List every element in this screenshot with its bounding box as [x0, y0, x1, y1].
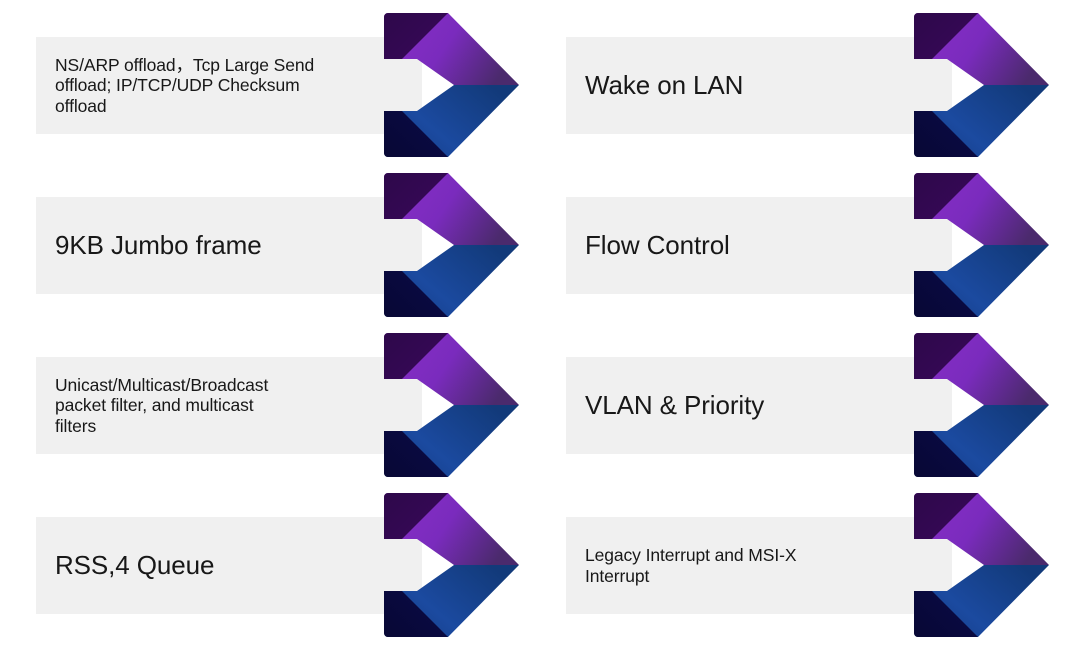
chevron-item-label: Flow Control	[585, 230, 730, 261]
chevron-item[interactable]: RSS,4 Queue	[36, 489, 527, 641]
chevron-item-label: Unicast/Multicast/Broadcast packet filte…	[55, 374, 269, 436]
chevron-arrow-right-icon	[914, 493, 1049, 637]
chevron-arrow-right-icon	[384, 333, 519, 477]
chevron-item[interactable]: 9KB Jumbo frame	[36, 169, 527, 321]
chevron-item[interactable]: VLAN & Priority	[566, 329, 1057, 481]
chevron-item[interactable]: Legacy Interrupt and MSI-X Interrupt	[566, 489, 1057, 641]
chevron-arrow-right-icon	[380, 169, 527, 321]
chevron-label-bar: Legacy Interrupt and MSI-X Interrupt	[566, 517, 952, 614]
chevron-label-bar: Flow Control	[566, 197, 952, 294]
chevron-arrow-right-icon	[380, 9, 527, 161]
chevron-arrow-right-icon	[914, 13, 1049, 157]
chevron-item-label: RSS,4 Queue	[55, 550, 215, 581]
chevron-arrow-right-icon	[384, 493, 519, 637]
chevron-item-label: VLAN & Priority	[585, 390, 765, 421]
chevron-arrow-right-icon	[910, 169, 1057, 321]
chevron-label-bar: Wake on LAN	[566, 37, 952, 134]
chevron-arrow-right-icon	[910, 9, 1057, 161]
chevron-arrow-right-icon	[910, 489, 1057, 641]
chevron-item-label: 9KB Jumbo frame	[55, 230, 262, 261]
chevron-item[interactable]: Flow Control	[566, 169, 1057, 321]
chevron-label-bar: Unicast/Multicast/Broadcast packet filte…	[36, 357, 422, 454]
chevron-label-bar: 9KB Jumbo frame	[36, 197, 422, 294]
chevron-item[interactable]: NS/ARP offload，Tcp Large Send offload; I…	[36, 9, 527, 161]
chevron-arrow-right-icon	[914, 333, 1049, 477]
chevron-item-label: NS/ARP offload，Tcp Large Send offload; I…	[55, 54, 315, 116]
chevron-label-bar: VLAN & Priority	[566, 357, 952, 454]
chevron-arrow-right-icon	[380, 329, 527, 481]
chevron-label-bar: NS/ARP offload，Tcp Large Send offload; I…	[36, 37, 422, 134]
chevron-item-label: Wake on LAN	[585, 70, 744, 101]
chevron-arrow-right-icon	[914, 173, 1049, 317]
chevron-label-bar: RSS,4 Queue	[36, 517, 422, 614]
chevron-item-label: Legacy Interrupt and MSI-X Interrupt	[585, 545, 797, 586]
chevron-arrow-right-icon	[384, 13, 519, 157]
chevron-item[interactable]: Unicast/Multicast/Broadcast packet filte…	[36, 329, 527, 481]
chevron-arrow-right-icon	[384, 173, 519, 317]
chevron-arrow-right-icon	[380, 489, 527, 641]
chevron-item[interactable]: Wake on LAN	[566, 9, 1057, 161]
chevron-arrow-right-icon	[910, 329, 1057, 481]
